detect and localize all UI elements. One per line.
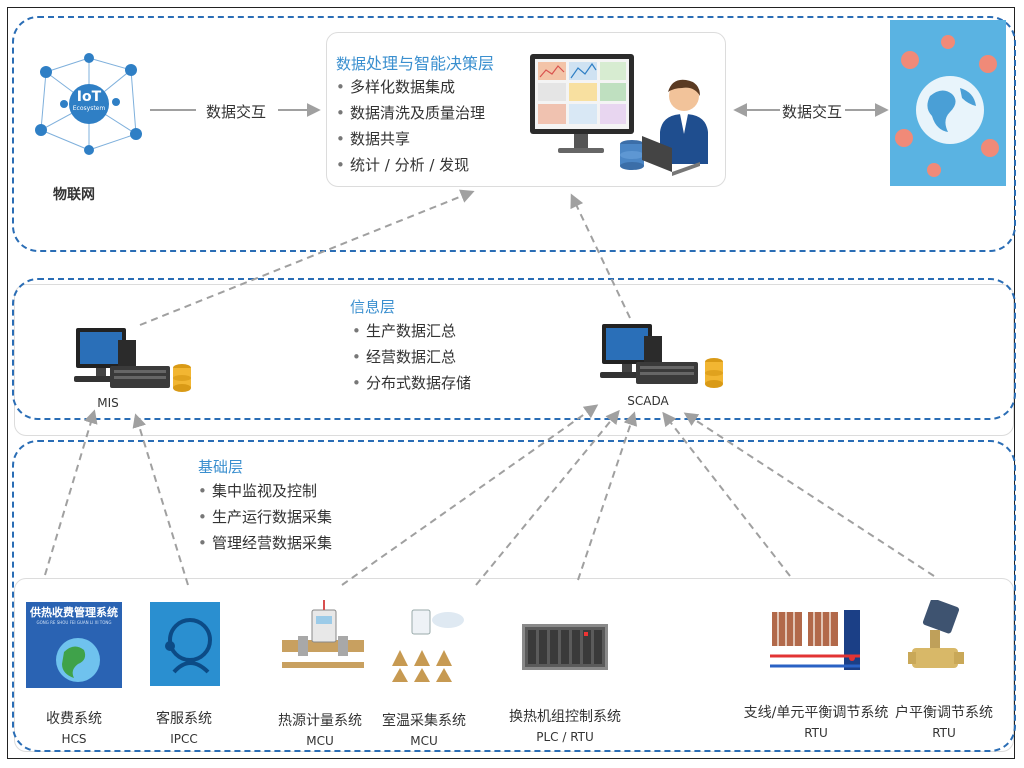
mis-label: MIS xyxy=(97,396,119,410)
system-name-branch-balance: 支线/单元平衡调节系统 xyxy=(743,705,889,721)
decision-item: 数据共享 xyxy=(336,126,485,152)
iot-ecosystem-icon: IoT Ecosystem xyxy=(26,52,152,156)
analyst-person-icon xyxy=(642,74,712,180)
exchange-label-right: 数据交互 xyxy=(781,103,842,121)
scada-server-icon xyxy=(598,322,726,392)
top-layer-band xyxy=(12,16,1016,252)
info-list: 生产数据汇总 经营数据汇总 分布式数据存储 xyxy=(352,318,471,396)
system-code-hcs: HCS xyxy=(61,732,87,746)
base-item: 生产运行数据采集 xyxy=(198,504,332,530)
hcs-system-icon: 供热收费管理系统 GONG RE SHOU FEI GUAN LI XI TON… xyxy=(26,602,122,688)
branch-balance-icon xyxy=(768,606,864,688)
info-layer-title: 信息层 xyxy=(350,298,396,316)
system-name-room-temp: 室温采集系统 xyxy=(382,713,466,729)
room-temp-sensor-icon xyxy=(384,606,468,684)
decision-item: 多样化数据集成 xyxy=(336,74,485,100)
heat-meter-icon xyxy=(278,600,368,686)
hcs-banner-title: 供热收费管理系统 xyxy=(30,606,118,619)
system-code-room-temp: MCU xyxy=(410,734,438,748)
exchange-label-left: 数据交互 xyxy=(205,103,266,121)
ipcc-system-icon xyxy=(150,602,220,686)
hcs-banner-pinyin: GONG RE SHOU FEI GUAN LI XI TONG xyxy=(36,620,112,625)
scada-label: SCADA xyxy=(627,394,669,408)
system-code-ipcc: IPCC xyxy=(170,732,198,746)
analytics-monitor-icon xyxy=(528,52,652,174)
system-code-heat-meter: MCU xyxy=(306,734,334,748)
system-code-household-balance: RTU xyxy=(932,726,956,740)
decision-item: 统计 / 分析 / 发现 xyxy=(336,152,485,178)
system-name-ipcc: 客服系统 xyxy=(156,711,212,727)
decision-list: 多样化数据集成 数据清洗及质量治理 数据共享 统计 / 分析 / 发现 xyxy=(336,74,485,178)
base-item: 管理经营数据采集 xyxy=(198,530,332,556)
system-code-plc: PLC / RTU xyxy=(536,730,594,744)
mis-server-icon xyxy=(72,326,194,394)
decision-layer-title: 数据处理与智能决策层 xyxy=(336,54,495,73)
decision-item: 数据清洗及质量治理 xyxy=(336,100,485,126)
globe-network-icon xyxy=(890,20,1006,186)
iot-logo-text: IoT Ecosystem xyxy=(72,89,106,112)
base-list: 集中监视及控制 生产运行数据采集 管理经营数据采集 xyxy=(198,478,332,556)
system-name-household-balance: 户平衡调节系统 xyxy=(895,705,993,721)
info-item: 分布式数据存储 xyxy=(352,370,471,396)
info-item: 生产数据汇总 xyxy=(352,318,471,344)
info-item: 经营数据汇总 xyxy=(352,344,471,370)
system-name-heat-meter: 热源计量系统 xyxy=(278,713,362,729)
system-name-plc: 换热机组控制系统 xyxy=(509,709,621,725)
household-balance-valve-icon xyxy=(908,598,964,688)
plc-controller-icon xyxy=(522,620,608,674)
base-item: 集中监视及控制 xyxy=(198,478,332,504)
base-layer-title: 基础层 xyxy=(198,458,244,476)
system-code-branch-balance: RTU xyxy=(804,726,828,740)
iot-label: 物联网 xyxy=(53,187,95,203)
system-name-hcs: 收费系统 xyxy=(46,711,102,727)
